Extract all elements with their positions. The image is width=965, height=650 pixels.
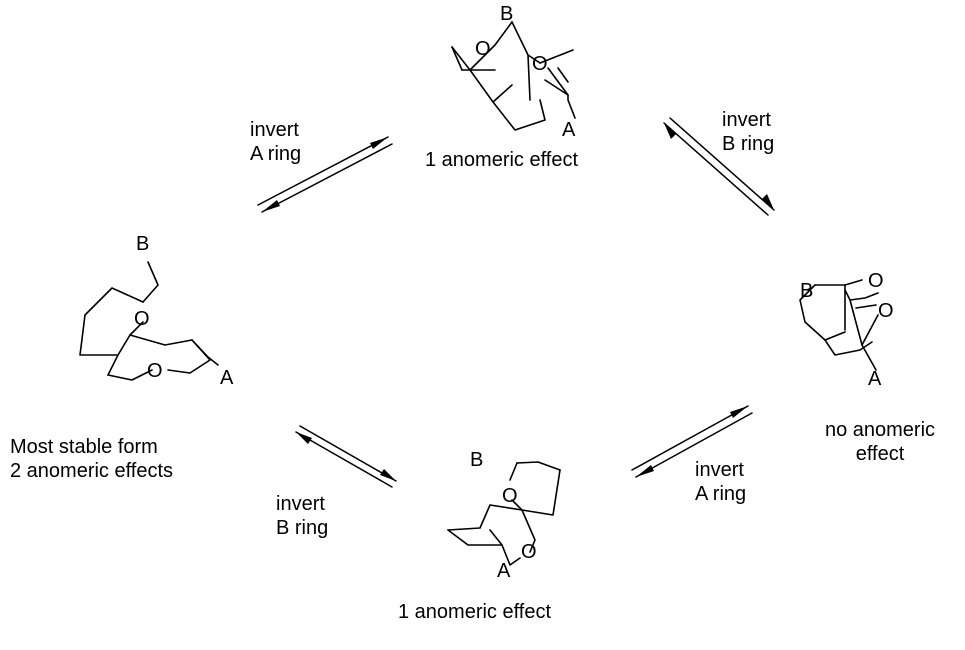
bottom-atom-o2: O bbox=[521, 541, 537, 563]
left-structure-bonds bbox=[79, 261, 219, 381]
right-structure-caption-line1: no anomeric bbox=[824, 419, 936, 441]
top-structure-caption: 1 anomeric effect bbox=[425, 149, 579, 171]
top-atom-o2: O bbox=[532, 53, 548, 75]
right-atom-b: B bbox=[800, 280, 813, 302]
equilibrium-arrow-top-left bbox=[257, 136, 393, 213]
top-atom-o1: O bbox=[475, 38, 491, 60]
bottom-atom-a: A bbox=[497, 560, 511, 582]
top-structure-bonds bbox=[451, 21, 576, 131]
left-atom-o2: O bbox=[147, 360, 163, 382]
equilibrium-arrow-top-right bbox=[663, 117, 775, 216]
bottom-atom-b: B bbox=[470, 449, 483, 471]
right-structure: B O O A bbox=[799, 270, 894, 390]
left-structure: B O O A bbox=[79, 233, 234, 389]
left-atom-a: A bbox=[220, 367, 234, 389]
right-structure-bonds bbox=[799, 279, 879, 371]
right-atom-o1: O bbox=[868, 270, 884, 292]
equilibrium-arrow-bottom-left bbox=[295, 425, 397, 488]
right-atom-o2: O bbox=[878, 300, 894, 322]
top-atom-b: B bbox=[500, 3, 513, 25]
top-left-arrow-label-line2: A ring bbox=[250, 143, 302, 165]
top-left-arrow-label-line1: invert bbox=[250, 119, 299, 141]
bottom-structure: B O O A bbox=[447, 449, 561, 582]
bottom-left-arrow-label-line1: invert bbox=[276, 493, 325, 515]
top-structure: B O O A bbox=[451, 3, 576, 141]
left-structure-caption-line1: Most stable form bbox=[10, 436, 158, 458]
right-atom-a: A bbox=[868, 368, 882, 390]
top-right-arrow-label-line1: invert bbox=[722, 109, 771, 131]
right-structure-caption-line2: effect bbox=[855, 443, 905, 465]
bottom-atom-o1: O bbox=[502, 485, 518, 507]
bottom-structure-caption: 1 anomeric effect bbox=[398, 601, 552, 623]
left-atom-b: B bbox=[136, 233, 149, 255]
bottom-right-arrow-label-line2: A ring bbox=[695, 483, 747, 505]
top-right-arrow-label-line2: B ring bbox=[722, 133, 775, 155]
bottom-structure-bonds bbox=[447, 461, 561, 566]
bottom-left-arrow-label-line2: B ring bbox=[276, 517, 329, 539]
left-structure-caption-line2: 2 anomeric effects bbox=[10, 460, 174, 482]
equilibrium-arrow-bottom-right bbox=[631, 405, 753, 478]
top-atom-a: A bbox=[562, 119, 576, 141]
left-atom-o1: O bbox=[134, 308, 150, 330]
bottom-right-arrow-label-line1: invert bbox=[695, 459, 744, 481]
